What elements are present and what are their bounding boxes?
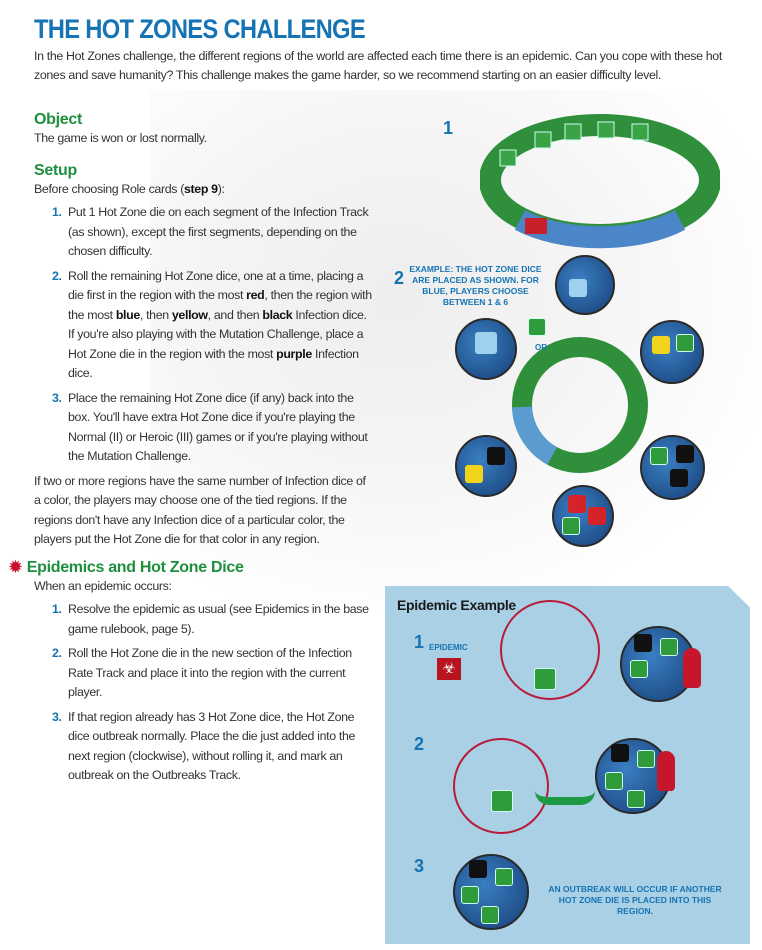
setup-step: 1.Put 1 Hot Zone die on each segment of …	[52, 205, 369, 258]
track-zoom-circle-2	[453, 738, 549, 834]
region-light-blue	[455, 318, 517, 380]
or-label: OR	[535, 343, 547, 352]
epidemic-example-panel: Epidemic Example 1 EPIDEMIC ☣ 2 3 AN OUT…	[385, 586, 750, 944]
region-blue	[555, 255, 615, 315]
epidemics-heading: Epidemics and Hot Zone Dice	[26, 558, 244, 576]
region-black-right	[640, 435, 705, 500]
figure-2-caption: EXAMPLE: THE HOT ZONE DICE ARE PLACED AS…	[409, 264, 542, 307]
outbreak-burst-icon: ✹	[8, 557, 23, 577]
tie-rule: If two or more regions have the same num…	[34, 473, 366, 547]
example-step-3-number: 3	[414, 856, 425, 876]
example-step-1-number: 1	[414, 632, 425, 652]
epidemic-step: 1.Resolve the epidemic as usual (see Epi…	[52, 602, 369, 636]
setup-steps: 1.Put 1 Hot Zone die on each segment of …	[34, 203, 374, 467]
infection-track-ring	[480, 114, 720, 249]
setup-heading: Setup	[34, 161, 77, 179]
player-pawn	[683, 648, 701, 688]
biohazard-icon: ☣	[437, 658, 461, 680]
example-step-2-number: 2	[414, 734, 425, 754]
region-example-3	[453, 854, 529, 930]
setup-step: 3.Place the remaining Hot Zone dice (if …	[52, 390, 368, 464]
player-pawn	[657, 751, 675, 791]
region-example-1	[620, 626, 696, 702]
intro-text: In the Hot Zones challenge, the differen…	[34, 49, 722, 82]
region-red	[552, 485, 614, 547]
track-zoom-circle-1	[500, 600, 600, 700]
epidemics-heading-row: ✹ Epidemics and Hot Zone Dice	[8, 558, 374, 577]
region-black-left	[455, 435, 517, 497]
epidemic-steps: 1.Resolve the epidemic as usual (see Epi…	[34, 600, 374, 786]
region-yellow	[640, 320, 704, 384]
epidemic-step: 2.Roll the Hot Zone die in the new secti…	[52, 646, 352, 699]
hot-zone-ring	[512, 337, 648, 473]
epidemic-example-heading: Epidemic Example	[397, 597, 516, 613]
hot-zone-die	[528, 318, 546, 336]
setup-step: 2.Roll the remaining Hot Zone dice, one …	[52, 268, 372, 381]
epidemic-label: EPIDEMIC	[429, 643, 468, 652]
move-arrow-icon	[535, 791, 595, 805]
figure-2-number: 2	[394, 268, 405, 288]
epidemics-lead: When an epidemic occurs:	[34, 578, 172, 593]
object-heading: Object	[34, 111, 82, 128]
epidemic-step: 3.If that region already has 3 Hot Zone …	[52, 709, 356, 783]
setup-lead: Before choosing Role cards (step 9):	[34, 181, 225, 196]
page-title: THE HOT ZONES CHALLENGE	[34, 14, 366, 44]
object-text: The game is won or lost normally.	[34, 131, 207, 145]
rules-column: Object The game is won or lost normally.…	[8, 110, 374, 791]
outbreak-caption: AN OUTBREAK WILL OCCUR IF ANOTHER HOT ZO…	[548, 884, 722, 916]
figure-1-number: 1	[443, 118, 454, 138]
